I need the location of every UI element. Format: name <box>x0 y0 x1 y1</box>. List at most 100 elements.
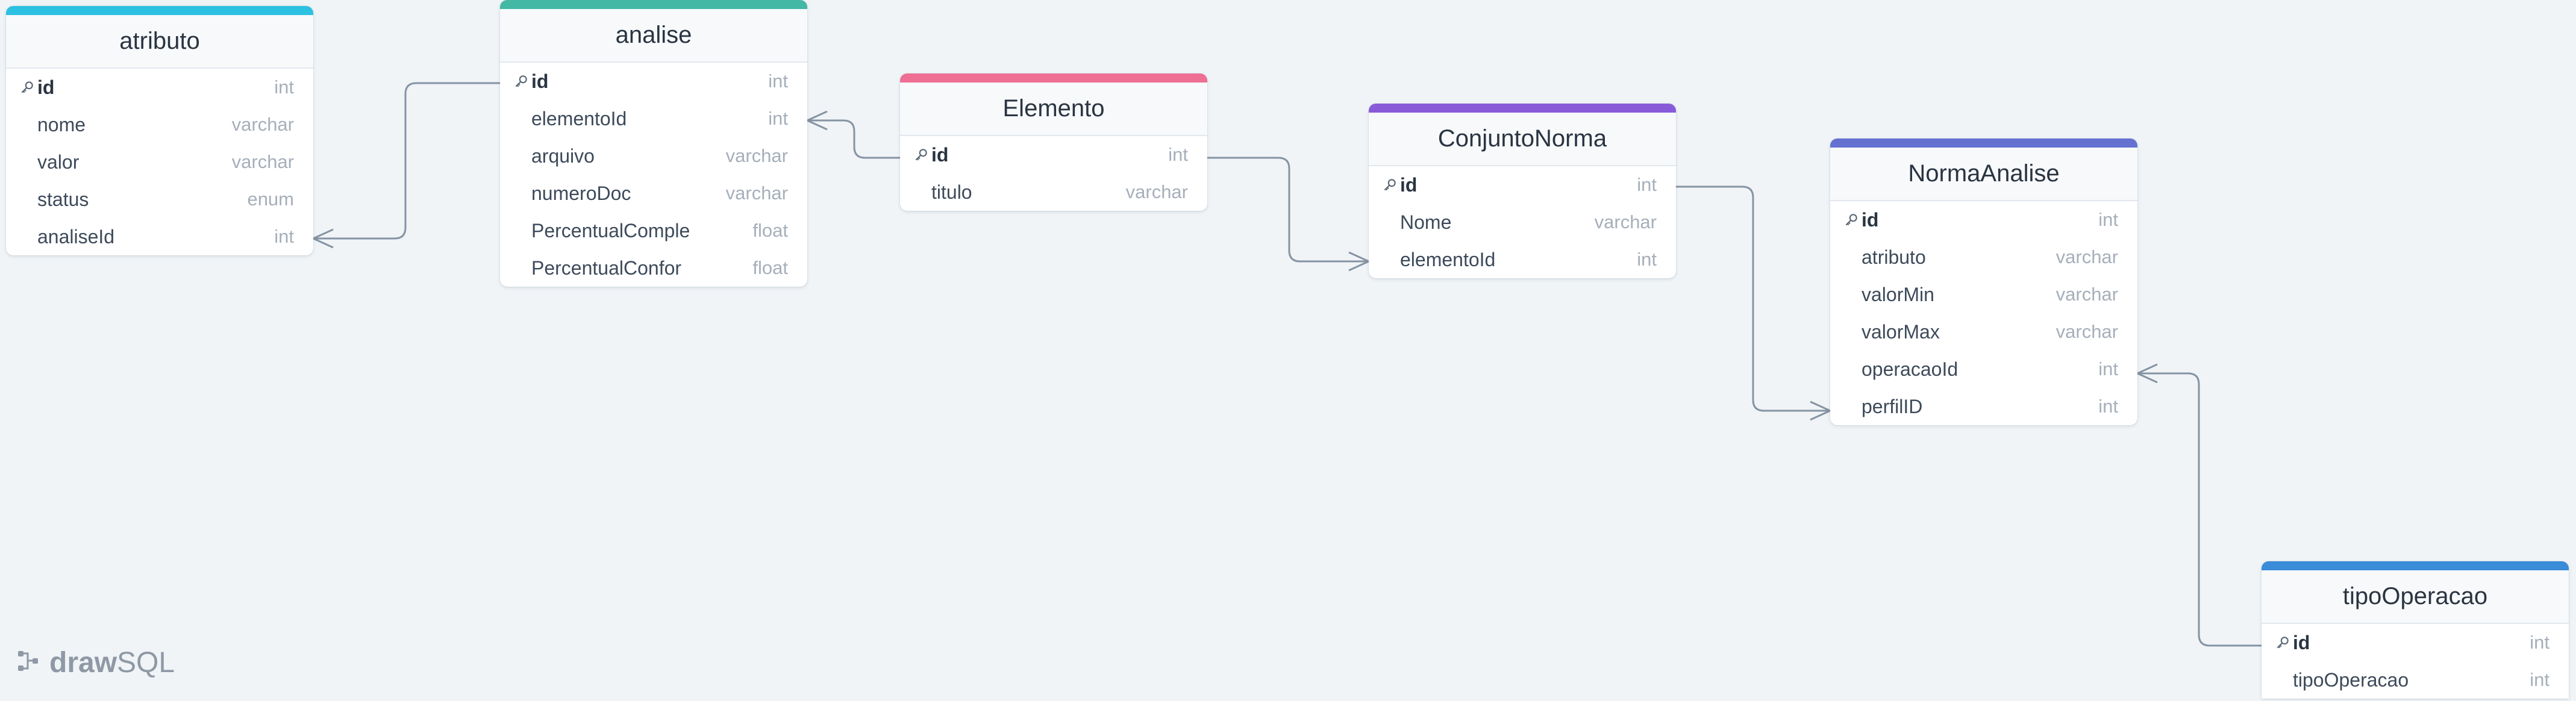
table-color-bar <box>6 6 313 15</box>
column-type: float <box>752 220 788 241</box>
table-title[interactable]: atributo <box>6 15 313 69</box>
column-row-nome[interactable]: Nome varchar <box>1369 204 1676 241</box>
column-type: varchar <box>2055 321 2118 342</box>
column-row-arquivo[interactable]: arquivo varchar <box>500 137 807 175</box>
column-row-tipooperacao[interactable]: tipoOperacao int <box>2262 661 2569 699</box>
column-type: float <box>752 257 788 278</box>
column-name: Nome <box>1400 211 1452 233</box>
column-row-id[interactable]: id int <box>900 136 1207 173</box>
column-row-elementoid[interactable]: elementoId int <box>500 100 807 137</box>
column-row-nome[interactable]: nome varchar <box>6 106 313 143</box>
table-conjuntonorma[interactable]: ConjuntoNorma id int Nome varchar elemen… <box>1369 104 1676 278</box>
column-type: int <box>274 76 294 98</box>
column-type: int <box>1637 174 1657 195</box>
table-color-bar <box>1830 139 2137 148</box>
column-type: int <box>1637 249 1657 270</box>
column-name: valorMin <box>1862 283 1934 305</box>
column-name: numeroDoc <box>531 182 631 204</box>
column-type: int <box>768 108 788 129</box>
column-name: analiseId <box>37 225 115 248</box>
table-color-bar <box>1369 104 1676 113</box>
column-name: status <box>37 188 89 210</box>
column-row-id[interactable]: id int <box>1830 201 2137 238</box>
table-analise[interactable]: analise id int elementoId int arquivo va… <box>500 0 807 287</box>
column-type: int <box>2098 396 2118 417</box>
column-type: int <box>274 226 294 247</box>
brand-part-sql: SQL <box>117 646 175 679</box>
column-row-valormin[interactable]: valorMin varchar <box>1830 276 2137 313</box>
column-name: valorMax <box>1862 320 1940 343</box>
column-type: varchar <box>1594 211 1657 232</box>
key-icon <box>512 72 530 90</box>
table-color-bar <box>900 73 1207 83</box>
column-name: operacaoId <box>1862 358 1959 380</box>
table-color-bar <box>500 0 807 9</box>
column-type: int <box>2530 632 2549 653</box>
key-icon <box>1842 211 1860 229</box>
relation-normaanalise-tipooperacao[interactable] <box>2137 363 2262 647</box>
column-name: atributo <box>1862 246 1926 268</box>
relation-analise-elemento[interactable] <box>807 110 900 159</box>
column-type: varchar <box>2055 284 2118 305</box>
column-row-valormax[interactable]: valorMax varchar <box>1830 313 2137 350</box>
column-name: id <box>37 76 55 98</box>
column-row-percentualcomple[interactable]: PercentualComple float <box>500 212 807 249</box>
column-name: tipoOperacao <box>2293 668 2409 691</box>
column-name: elementoId <box>1400 248 1496 270</box>
column-name: titulo <box>931 181 972 203</box>
drawsql-logo[interactable]: drawSQL <box>17 644 175 681</box>
column-type: varchar <box>231 114 294 135</box>
column-row-id[interactable]: id int <box>6 69 313 106</box>
table-title[interactable]: NormaAnalise <box>1830 148 2137 201</box>
brand-part-draw: draw <box>49 646 117 679</box>
table-title[interactable]: ConjuntoNorma <box>1369 113 1676 166</box>
table-title[interactable]: analise <box>500 9 807 63</box>
column-name: elementoId <box>531 107 627 129</box>
drawsql-logo-icon <box>17 647 45 678</box>
column-type: int <box>2098 209 2118 230</box>
column-row-status[interactable]: status enum <box>6 181 313 218</box>
column-row-percentualconfor[interactable]: PercentualConfor float <box>500 249 807 287</box>
column-type: enum <box>247 188 294 210</box>
key-icon <box>912 146 930 164</box>
table-title[interactable]: Elemento <box>900 83 1207 136</box>
column-name: id <box>531 70 549 92</box>
column-row-numerodoc[interactable]: numeroDoc varchar <box>500 175 807 212</box>
column-name: id <box>1862 208 1879 231</box>
column-row-id[interactable]: id int <box>1369 166 1676 204</box>
column-row-atributo[interactable]: atributo varchar <box>1830 238 2137 276</box>
column-row-perfilid[interactable]: perfilID int <box>1830 388 2137 425</box>
table-atributo[interactable]: atributo id int nome varchar valor varch… <box>6 6 313 255</box>
column-row-operacaoid[interactable]: operacaoId int <box>1830 350 2137 388</box>
column-row-analiseid[interactable]: analiseId int <box>6 218 313 255</box>
table-tipooperacao[interactable]: tipoOperacao id int tipoOperacao int <box>2262 561 2569 699</box>
column-type: varchar <box>725 145 788 166</box>
key-icon <box>1381 176 1399 194</box>
table-title[interactable]: tipoOperacao <box>2262 570 2569 624</box>
column-name: valor <box>37 151 80 173</box>
column-row-id[interactable]: id int <box>500 63 807 100</box>
relation-normaanalise-conjuntonorma[interactable] <box>1676 185 1831 421</box>
column-type: int <box>1168 144 1188 165</box>
column-row-id[interactable]: id int <box>2262 624 2569 661</box>
column-type: int <box>768 70 788 92</box>
table-elemento[interactable]: Elemento id int titulo varchar <box>900 73 1207 211</box>
column-name: id <box>2293 631 2310 653</box>
column-type: int <box>2530 669 2549 690</box>
column-row-elementoid[interactable]: elementoId int <box>1369 241 1676 278</box>
column-name: id <box>931 143 949 166</box>
column-name: nome <box>37 113 86 136</box>
relation-conjuntonorma-elemento[interactable] <box>1207 157 1369 272</box>
key-icon <box>18 78 36 96</box>
relation-atributo-analise[interactable] <box>313 82 500 249</box>
column-name: id <box>1400 173 1418 196</box>
column-row-titulo[interactable]: titulo varchar <box>900 173 1207 211</box>
table-normaanalise[interactable]: NormaAnalise id int atributo varchar val… <box>1830 139 2137 425</box>
column-name: perfilID <box>1862 395 1923 417</box>
column-name: PercentualComple <box>531 219 690 241</box>
drawsql-wordmark: drawSQL <box>49 646 175 679</box>
column-row-valor[interactable]: valor varchar <box>6 143 313 181</box>
key-icon <box>2274 634 2292 652</box>
